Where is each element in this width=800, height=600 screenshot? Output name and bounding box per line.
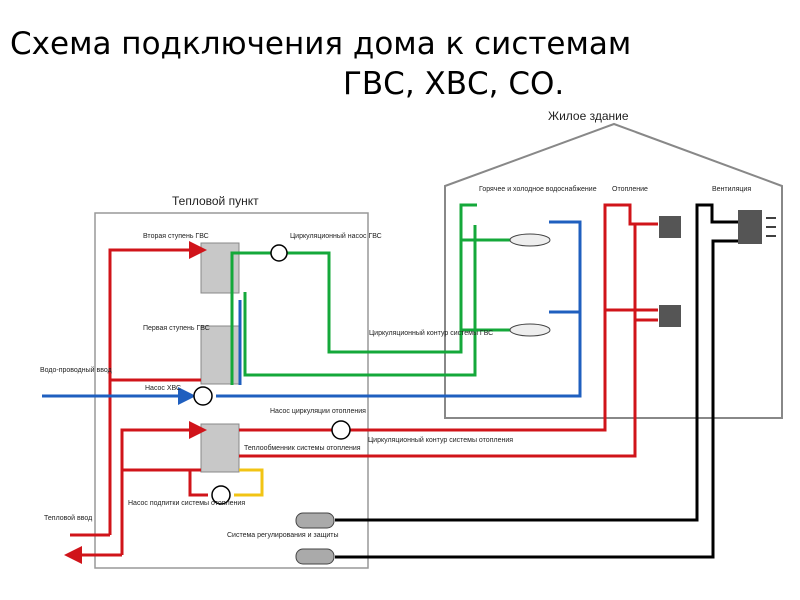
hot-cold-supply-label: Горячее и холодное водоснабжение (479, 185, 597, 193)
pump-circ-heating-label: Насос циркуляции отопления (270, 408, 366, 415)
radiator-2 (659, 305, 681, 327)
pump-makeup (211, 485, 231, 505)
pump-cold (193, 386, 213, 406)
building-outline (444, 122, 783, 419)
pump-makeup-label: Насос подпитки системы отопления (128, 500, 245, 507)
ventilation-label: Вентиляция (712, 186, 751, 193)
circ-contour-hw-label: Циркуляционный контур системы ГВС (369, 329, 493, 337)
circ-pump-hw-label: Циркуляционный насос ГВС (290, 232, 382, 240)
control-system-label: Система регулирования и защиты (227, 532, 339, 539)
heat-input-label: Тепловой ввод (44, 514, 92, 522)
pump-cold-label: Насос ХВС (145, 385, 181, 392)
stage1-label: Первая ступень ГВС (143, 325, 210, 332)
heating-label: Отопление (612, 186, 648, 193)
control-tank-1 (295, 512, 335, 529)
stage2-label: Вторая ступень ГВС (143, 233, 209, 240)
pump-circ-hw (270, 244, 288, 262)
heat-point-label: Тепловой пункт (172, 194, 259, 208)
building-label: Жилое здание (548, 109, 629, 123)
sink-lower (509, 323, 551, 337)
pump-circ-heating (331, 420, 351, 440)
vent-heater (738, 210, 762, 244)
heat-point-box (94, 212, 369, 569)
circ-contour-heating-label: Циркуляционный контур системы отопления (368, 436, 513, 444)
exchanger-heating (200, 423, 240, 473)
heat-exchanger-label: Теплообменник системы отопления (244, 444, 361, 452)
slide-title-line2: ГВС, ХВС, СО. (343, 66, 565, 102)
control-tank-2 (295, 548, 335, 565)
slide-title-line1: Схема подключения дома к системам (10, 26, 632, 62)
radiator-1 (659, 216, 681, 238)
water-input-label: Водо-проводный ввод (40, 366, 112, 374)
sink-upper (509, 233, 551, 247)
